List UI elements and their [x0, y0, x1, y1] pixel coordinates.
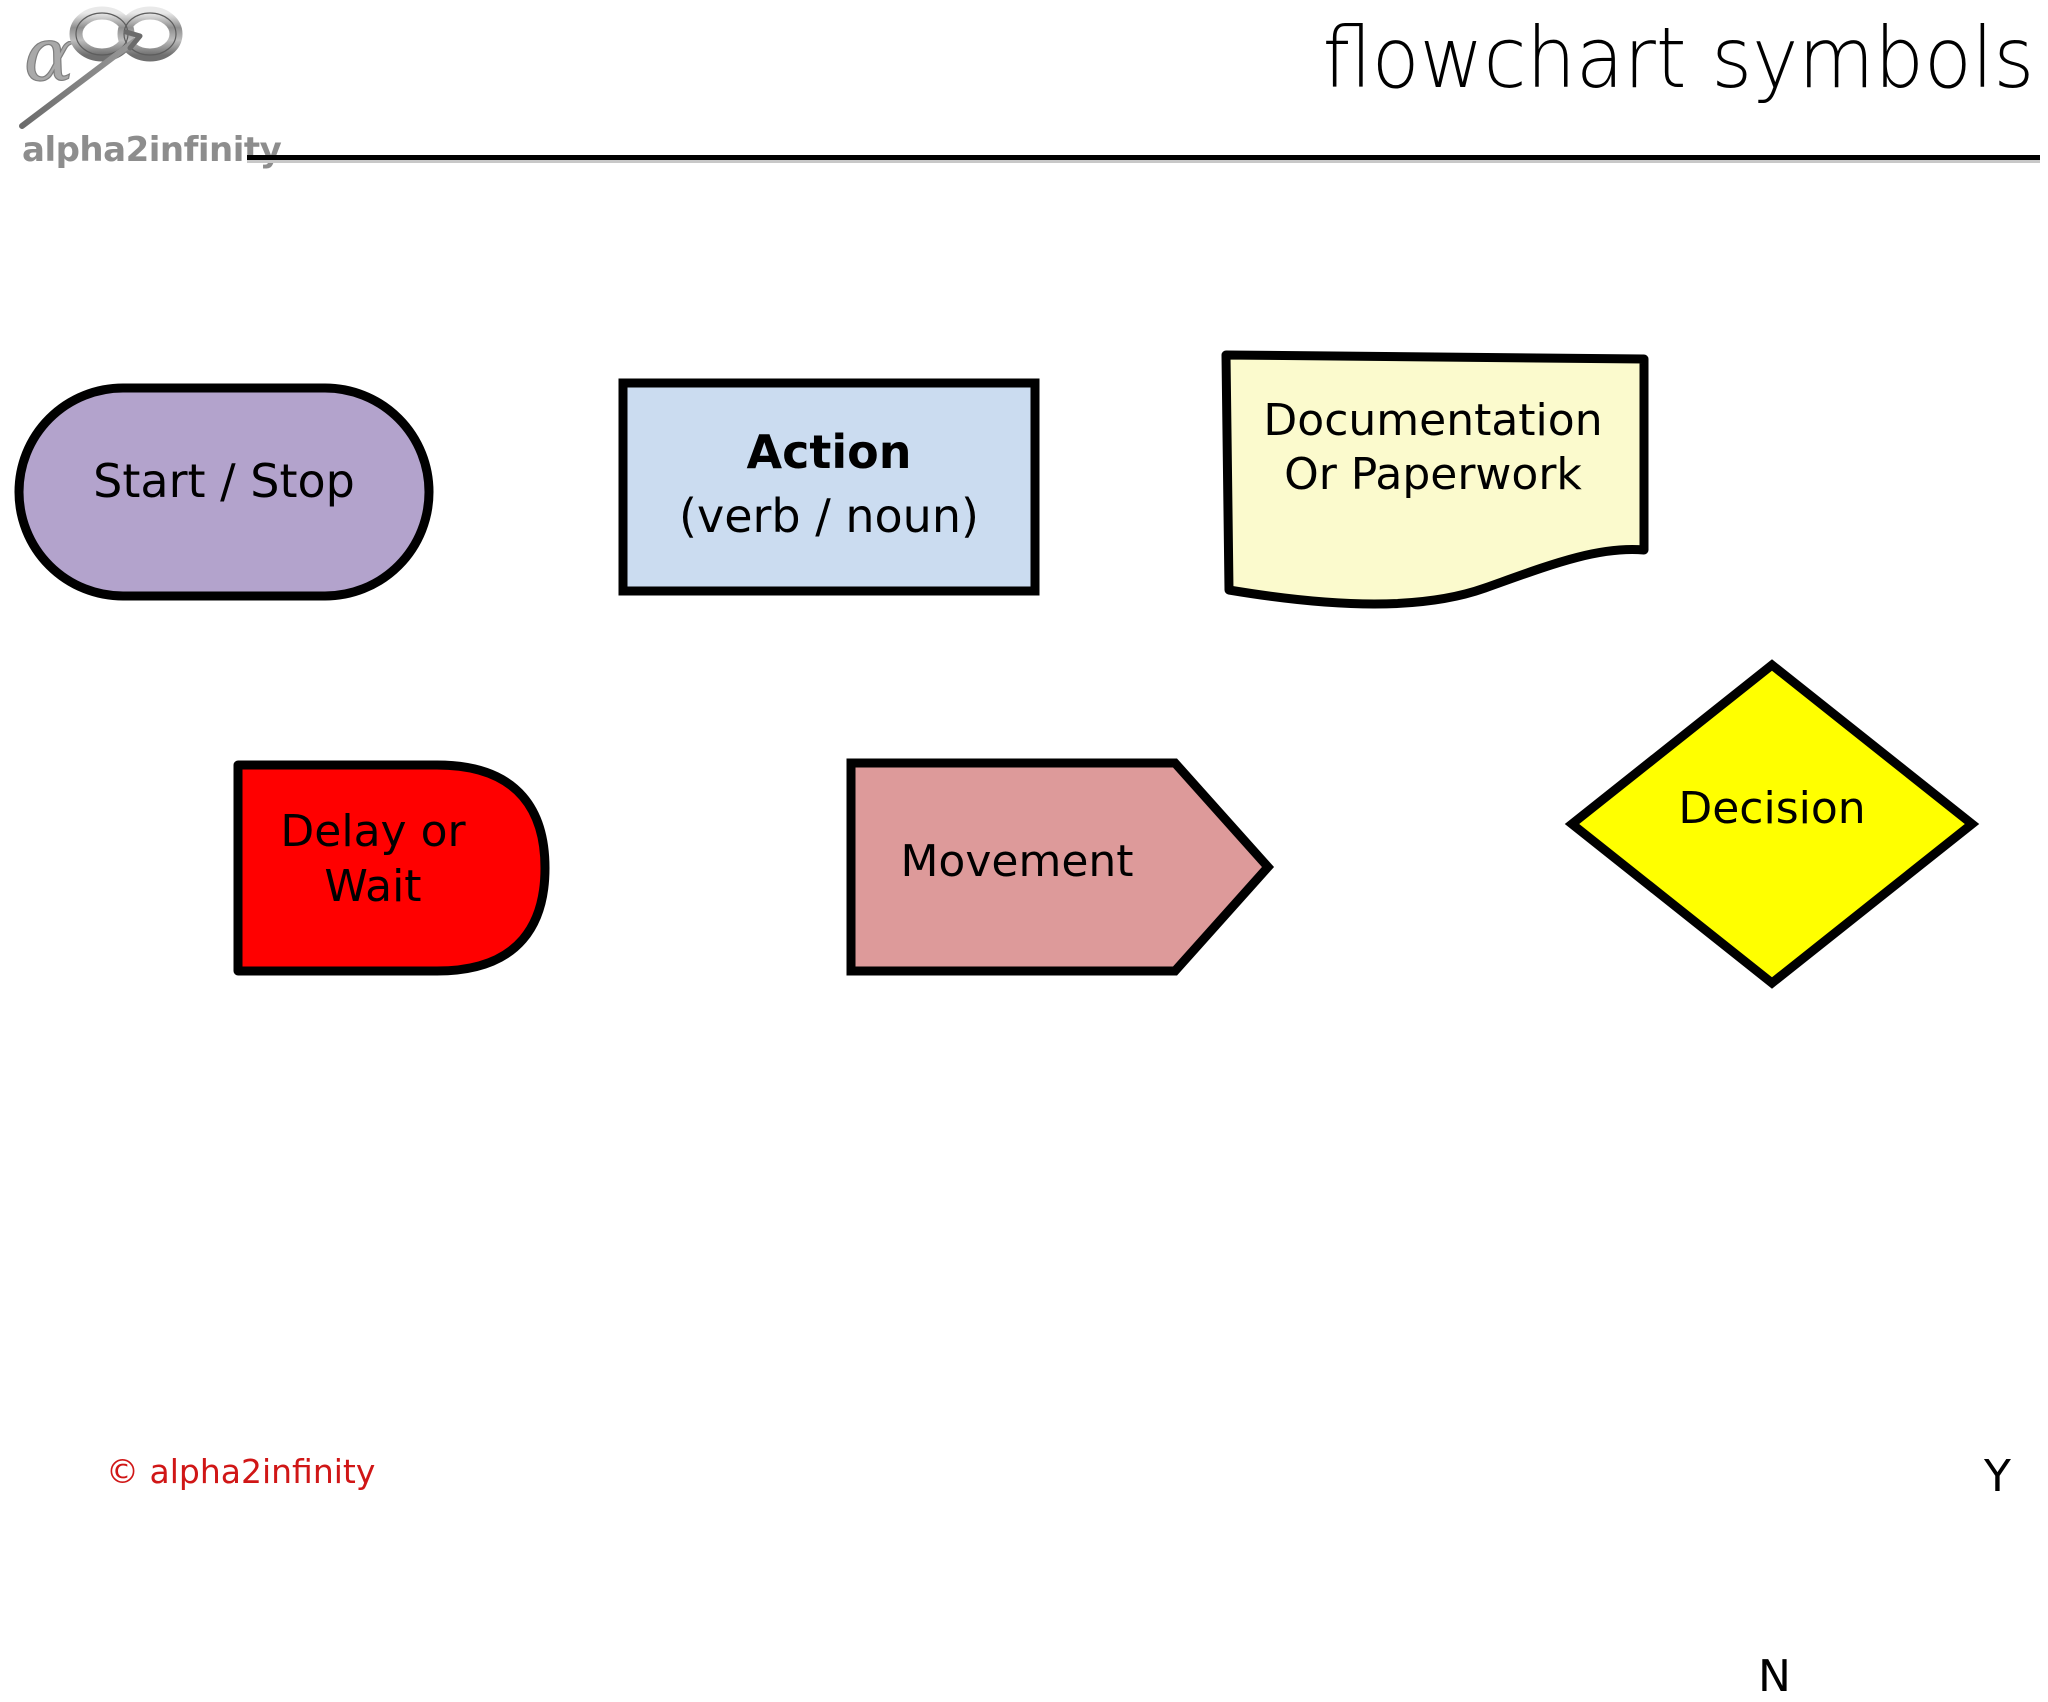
start-stop-stadium-icon — [14, 383, 434, 601]
page-title: flowchart symbols — [1322, 9, 2034, 107]
delay-d-shape-icon — [233, 760, 550, 976]
symbol-documentation[interactable]: Documentation Or Paperwork — [1217, 350, 1649, 611]
arrow-pentagon-icon — [846, 758, 1275, 976]
symbol-delay[interactable]: Delay or Wait — [232, 760, 550, 976]
flowchart-symbols-canvas: Start / Stop Action (verb / noun) Docume… — [14, 350, 2011, 1702]
symbol-decision[interactable]: Decision Y N — [1564, 659, 2011, 1702]
brand-wordmark: alpha2infinity — [22, 130, 282, 170]
title-divider-rule — [247, 155, 2040, 160]
symbol-start-stop[interactable]: Start / Stop — [14, 383, 434, 601]
copyright-notice: © alpha2infinity — [106, 1452, 376, 1491]
symbol-action[interactable]: Action (verb / noun) — [618, 378, 1040, 596]
decision-diamond-icon — [1564, 659, 1980, 989]
alpha-infinity-arrow-logo-icon: α — [19, 6, 183, 129]
document-wavy-icon — [1221, 350, 1649, 609]
slide-header: α alpha2infinity flowchart symbols — [0, 0, 2048, 180]
decision-branch-yes-label: Y — [1984, 1451, 2011, 1502]
decision-branch-no-label: N — [1758, 1651, 1791, 1702]
svg-text:α: α — [24, 12, 74, 98]
symbol-movement[interactable]: Movement — [845, 758, 1275, 976]
action-rectangle-icon — [618, 378, 1040, 596]
brand-logo: α alpha2infinity — [14, 2, 282, 180]
